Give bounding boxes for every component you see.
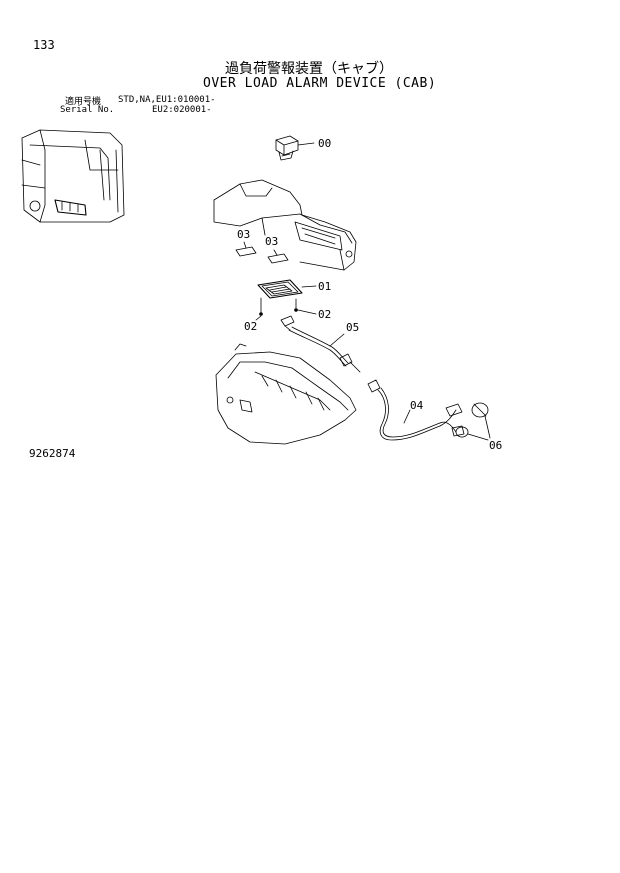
part-00-alarm-buzzer (275, 135, 315, 161)
part-05-harness (280, 315, 361, 373)
title-japanese: 過負荷警報装置（キャブ） (225, 61, 393, 77)
document-number: 9262874 (29, 447, 76, 460)
serial-label-english: Serial No. (60, 105, 115, 115)
console-panel (213, 179, 357, 271)
title-english: OVER LOAD ALARM DEVICE (CAB) (203, 76, 437, 91)
serial-label-japanese: 適用号機 (65, 97, 102, 107)
callout-04: 04 (410, 399, 424, 412)
callout-03-left: 03 (237, 228, 250, 241)
serial-eu2-range: EU2:020001- (152, 105, 212, 115)
part-02-screws (255, 297, 317, 321)
cab-overview-illustration (21, 129, 125, 223)
callout-01: 01 (318, 280, 331, 293)
callout-05: 05 (346, 321, 359, 334)
callout-00: 00 (318, 137, 331, 150)
callout-02-left: 02 (244, 320, 257, 333)
page-number: 133 (33, 38, 55, 52)
callout-06: 06 (489, 439, 502, 452)
part-04-harness (367, 379, 465, 441)
part-03-pads (235, 241, 289, 264)
callout-03-right: 03 (265, 235, 278, 248)
callout-02-right: 02 (318, 308, 331, 321)
part-06-caps (455, 402, 491, 441)
serial-std-range: STD,NA,EU1:010001- (118, 95, 216, 105)
lower-console-cover (215, 343, 357, 445)
part-01-plate (257, 279, 317, 299)
